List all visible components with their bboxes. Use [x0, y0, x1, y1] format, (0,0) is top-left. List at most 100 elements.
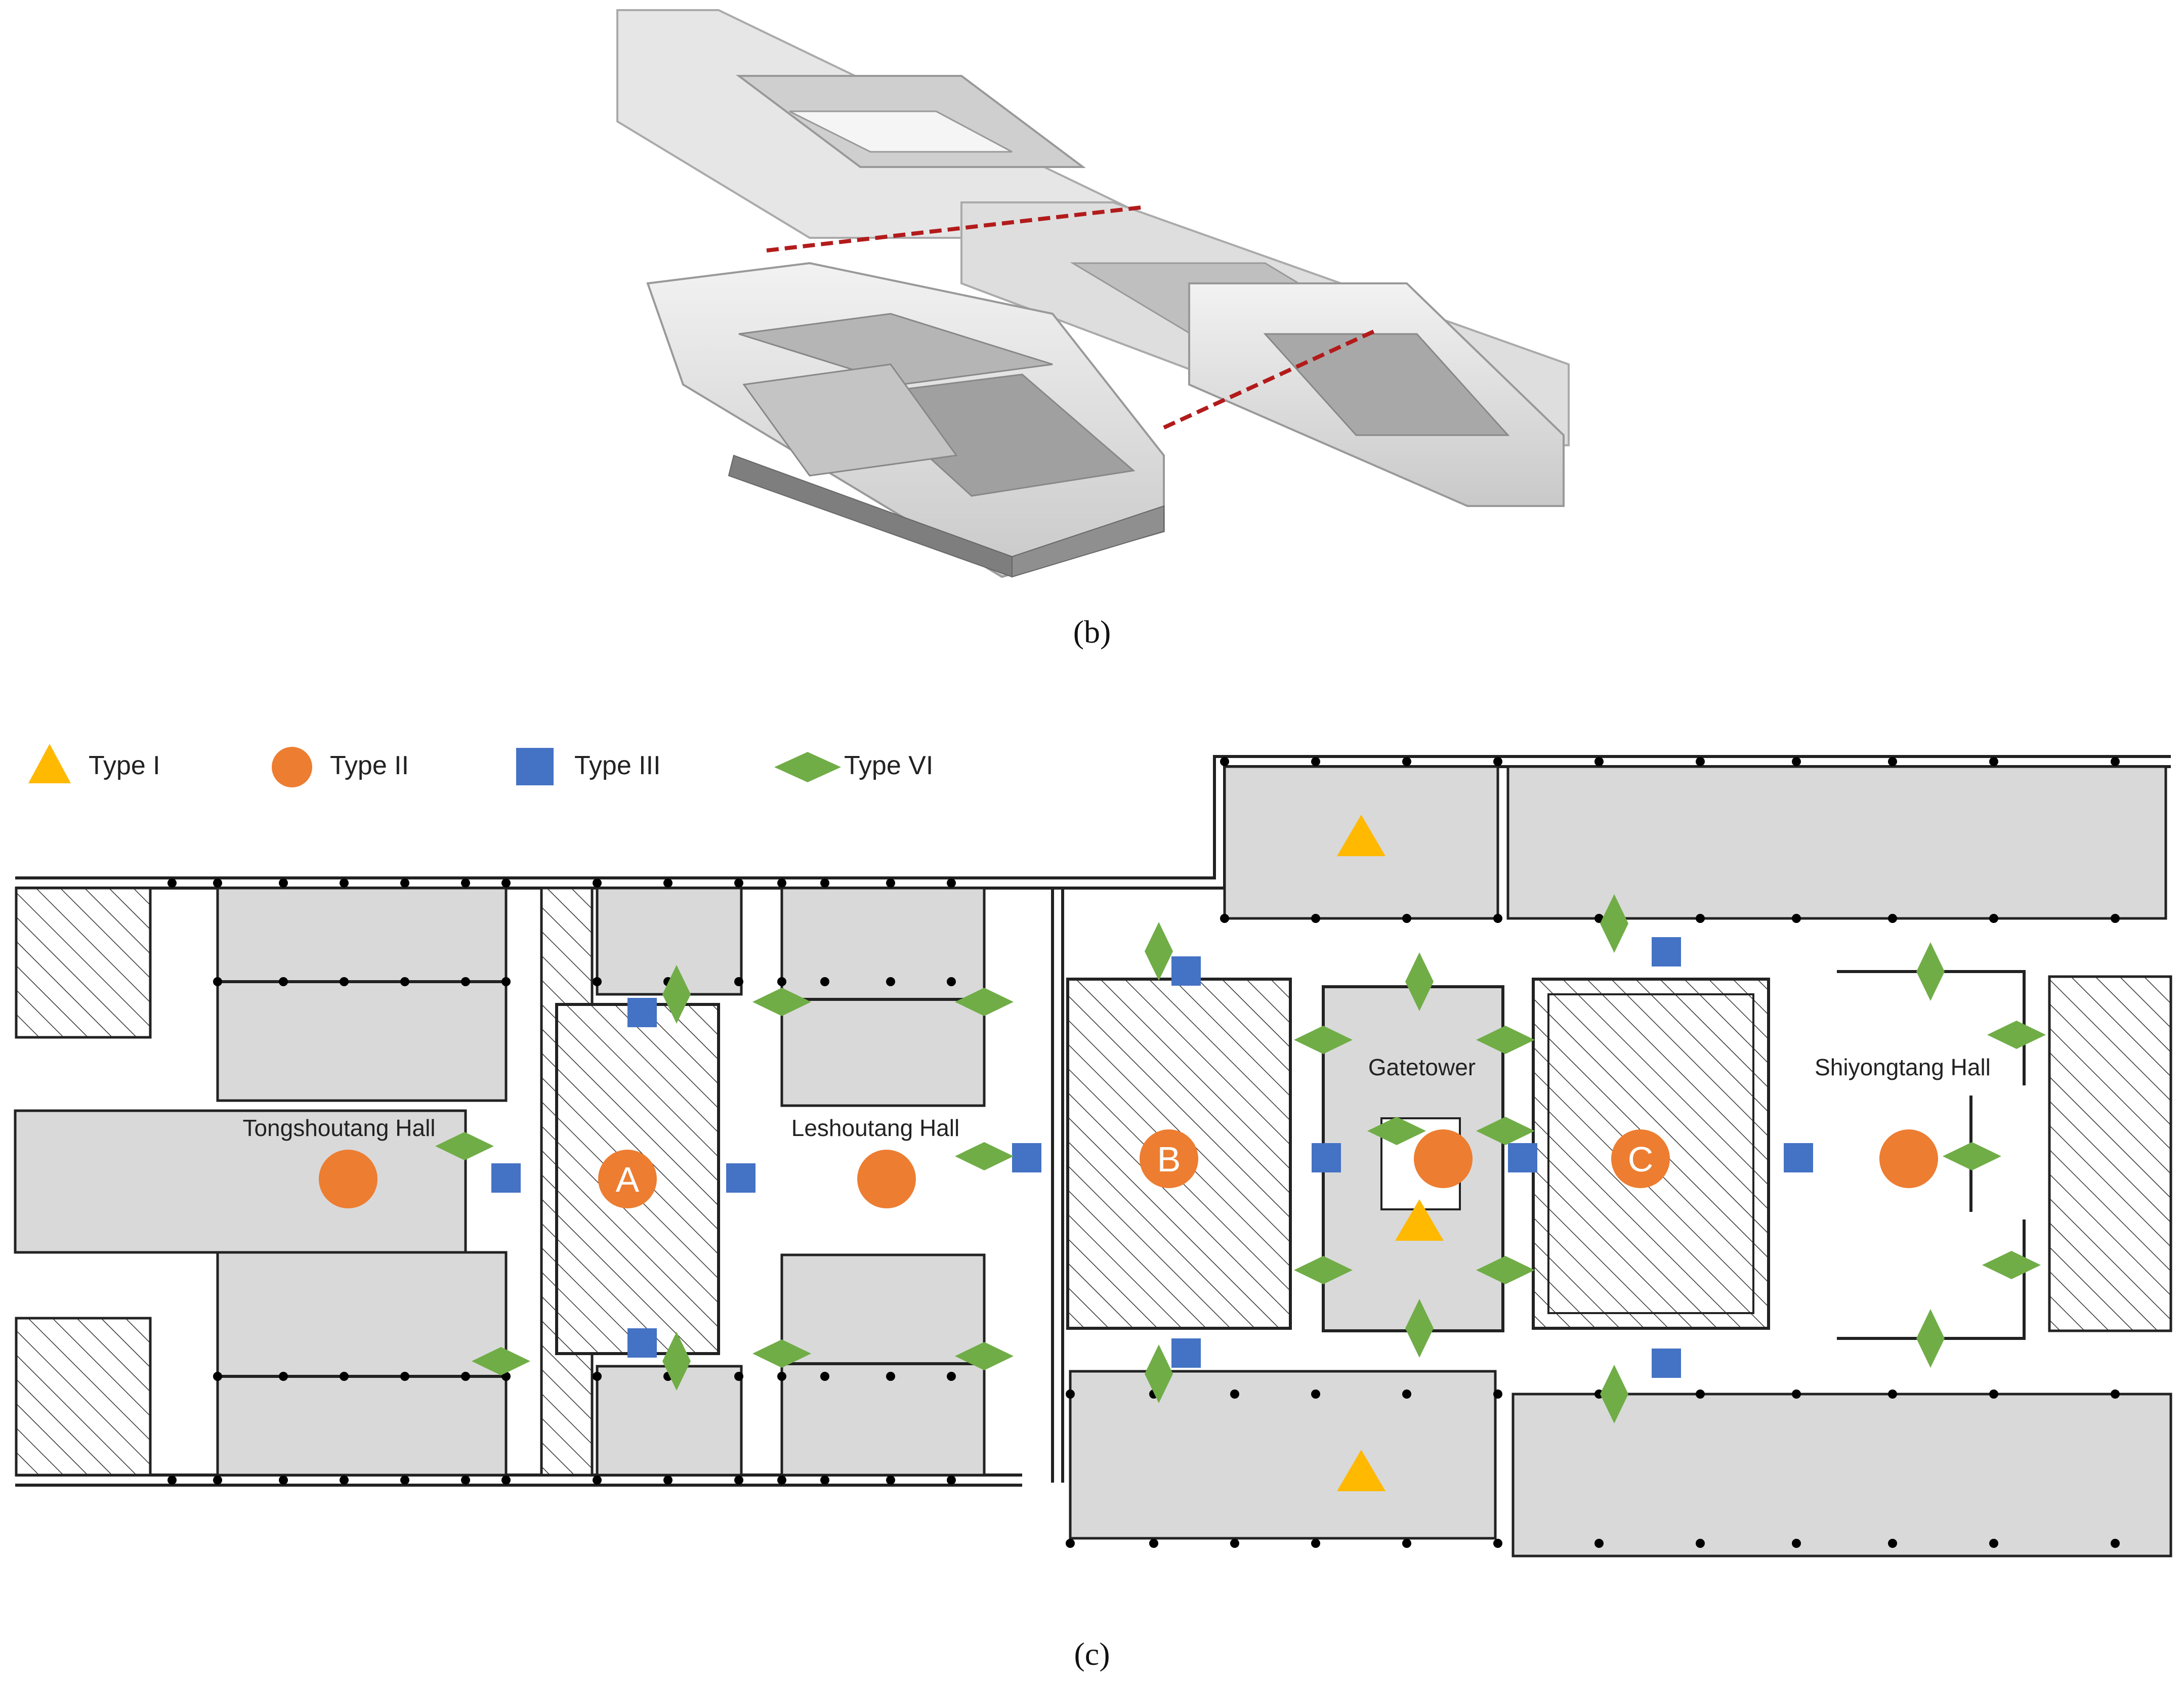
column-dot: [1493, 1539, 1502, 1548]
column-dot: [2111, 1390, 2120, 1399]
circle-icon: [272, 747, 312, 787]
triangle-icon: [1337, 1450, 1385, 1491]
square-icon: [1171, 1338, 1201, 1368]
column-dot: [1888, 1539, 1897, 1548]
square-icon: [627, 998, 657, 1027]
column-dot: [279, 1476, 288, 1485]
type2-markers: [319, 1129, 1938, 1208]
square-icon: [1508, 1143, 1537, 1172]
diamond-icon: [1476, 1117, 1535, 1145]
column-dot: [2111, 757, 2120, 766]
diamond-icon: [1987, 1021, 2046, 1049]
column-dot: [593, 878, 602, 888]
diamond-icon: [955, 1342, 1014, 1370]
column-dot: [1066, 1390, 1075, 1399]
column-dot: [213, 878, 222, 888]
column-dot: [213, 1476, 222, 1485]
column-dot: [886, 878, 895, 888]
diamond-icon: [752, 988, 811, 1016]
column-dot: [2111, 914, 2120, 923]
diamond-icon: [1294, 1026, 1353, 1054]
column-dot: [734, 1372, 743, 1381]
column-dot: [1696, 914, 1705, 923]
column-dot: [1149, 1539, 1158, 1548]
column-dot: [947, 878, 956, 888]
column-dot: [1696, 757, 1705, 766]
column-dot: [1311, 1539, 1320, 1548]
legend-item-type4: Type VI: [774, 751, 933, 782]
label-gatetower: Gatetower: [1368, 1054, 1476, 1080]
square-icon: [1012, 1143, 1041, 1172]
column-dot: [279, 878, 288, 888]
column-dot: [1220, 757, 1229, 766]
square-icon: [516, 748, 554, 785]
column-dot: [1792, 757, 1801, 766]
column-dot: [947, 977, 956, 986]
circle-icon: [857, 1150, 916, 1208]
column-dot: [1402, 757, 1411, 766]
column-dot: [501, 1372, 511, 1381]
column-dot: [1594, 1539, 1604, 1548]
column-dot: [461, 1372, 470, 1381]
column-dot: [1220, 914, 1229, 923]
label-shiyongtang-hall: Shiyongtang Hall: [1815, 1054, 1991, 1080]
circle-icon: [1140, 1129, 1198, 1188]
type4-markers: [435, 894, 2046, 1423]
diamond-icon: [1916, 1309, 1945, 1368]
column-dot: [213, 977, 222, 986]
legend: Type I Type II Type III Type VI: [28, 744, 933, 787]
column-dot: [1792, 1539, 1801, 1548]
diamond-icon: [1600, 894, 1628, 953]
column-dot: [279, 977, 288, 986]
column-dot: [400, 977, 409, 986]
hatched-area: [15, 887, 152, 1039]
column-dot: [593, 977, 602, 986]
column-dot: [734, 977, 743, 986]
diamond-icon: [662, 1332, 691, 1391]
square-icon: [1312, 1143, 1341, 1172]
column-dot: [279, 1372, 288, 1381]
square-icon: [491, 1163, 521, 1193]
column-dot: [593, 1372, 602, 1381]
column-dot: [777, 1476, 786, 1485]
column-dot: [777, 1372, 786, 1381]
diamond-icon: [1943, 1142, 2001, 1170]
column-dot: [1594, 757, 1604, 766]
diamond-icon: [1476, 1026, 1535, 1054]
column-dot: [1989, 1539, 1998, 1548]
diamond-icon: [774, 752, 841, 782]
column-dot: [461, 977, 470, 986]
square-icon: [1171, 956, 1201, 986]
square-icon: [1784, 1143, 1813, 1172]
column-dot: [1888, 1390, 1897, 1399]
legend-item-type1: Type I: [28, 744, 160, 783]
column-dot: [820, 977, 829, 986]
column-dot: [1888, 914, 1897, 923]
column-dot: [734, 1476, 743, 1485]
diamond-icon: [1982, 1251, 2041, 1279]
column-dot: [1311, 914, 1320, 923]
axonometric-model: [616, 9, 1570, 578]
diamond-icon: [472, 1347, 530, 1375]
column-dot: [663, 1476, 673, 1485]
column-dot: [1493, 757, 1502, 766]
diamond-icon: [1405, 952, 1434, 1011]
legend-label-type4: Type VI: [844, 751, 933, 780]
circle-icon: [319, 1150, 377, 1208]
diamond-icon: [752, 1339, 811, 1368]
type3-markers: [491, 937, 1813, 1378]
column-dot: [663, 878, 673, 888]
column-dot: [400, 878, 409, 888]
square-icon: [627, 1328, 657, 1358]
column-dot: [340, 878, 349, 888]
column-dot: [1402, 1539, 1411, 1548]
diamond-icon: [662, 965, 691, 1024]
legend-item-type3: Type III: [516, 748, 661, 785]
column-dot: [1696, 1539, 1705, 1548]
type1-markers: [1337, 815, 1444, 1491]
diamond-icon: [435, 1132, 494, 1160]
diamond-icon: [1294, 1256, 1353, 1284]
column-dot: [1792, 914, 1801, 923]
column-dot: [947, 1372, 956, 1381]
diamond-icon: [1367, 1117, 1426, 1145]
